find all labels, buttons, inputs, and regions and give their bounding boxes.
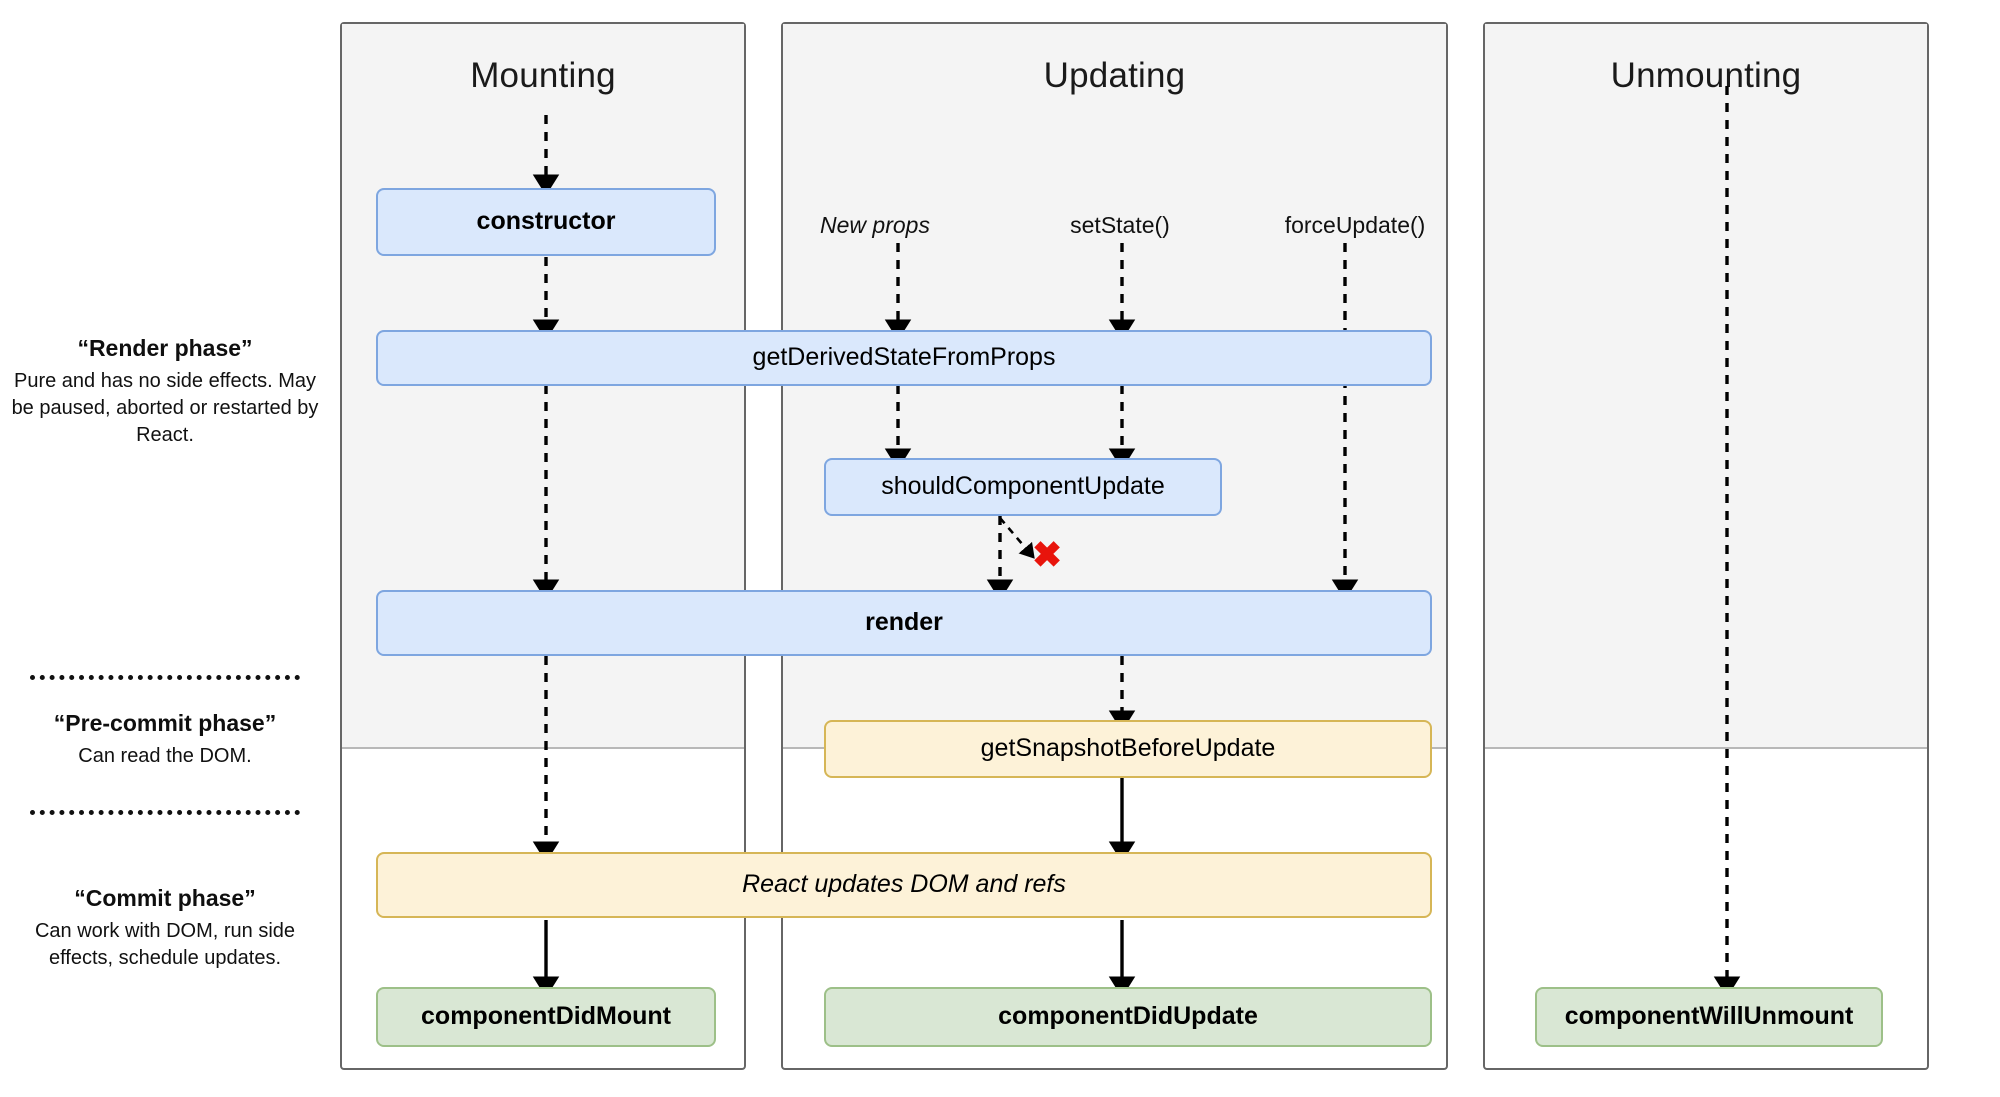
node-component-did-update[interactable]: componentDidUpdate xyxy=(824,987,1432,1047)
column-panel-unmounting: Unmounting xyxy=(1483,22,1929,1070)
node-react-updates-dom-and-refs[interactable]: React updates DOM and refs xyxy=(376,852,1432,918)
column-title-mounting: Mounting xyxy=(470,56,616,95)
phase-label-render-phase: “Render phase” Pure and has no side effe… xyxy=(10,335,320,448)
phase-divider-bottom xyxy=(30,810,300,815)
column-title-updating: Updating xyxy=(1043,56,1186,95)
phase-desc-pre-commit-phase: Can read the DOM. xyxy=(78,745,252,767)
node-component-did-mount[interactable]: componentDidMount xyxy=(376,987,716,1047)
node-constructor[interactable]: constructor xyxy=(376,188,716,256)
phase-desc-render-phase: Pure and has no side effects. May be pau… xyxy=(11,370,319,446)
node-render[interactable]: render xyxy=(376,590,1432,656)
unmounting-render-region xyxy=(1485,24,1927,749)
phase-divider-top xyxy=(30,675,300,680)
skip-render-x-icon: ✖ xyxy=(1032,534,1063,575)
phase-title-commit-phase: “Commit phase” xyxy=(74,885,256,911)
trigger-label-set-state: setState() xyxy=(1070,212,1170,238)
node-get-snapshot-before-update[interactable]: getSnapshotBeforeUpdate xyxy=(824,720,1432,778)
node-should-component-update[interactable]: shouldComponentUpdate xyxy=(824,458,1222,516)
phase-title-render-phase: “Render phase” xyxy=(77,335,253,361)
column-title-unmounting: Unmounting xyxy=(1610,56,1802,95)
node-get-derived-state-from-props[interactable]: getDerivedStateFromProps xyxy=(376,330,1432,386)
phase-desc-commit-phase: Can work with DOM, run side effects, sch… xyxy=(34,920,296,969)
phase-label-commit-phase: “Commit phase” Can work with DOM, run si… xyxy=(10,885,320,972)
trigger-label-new-props: New props xyxy=(820,212,930,238)
trigger-label-force-update: forceUpdate() xyxy=(1284,212,1426,238)
node-component-will-unmount[interactable]: componentWillUnmount xyxy=(1535,987,1883,1047)
phase-title-pre-commit-phase: “Pre-commit phase” xyxy=(53,710,277,736)
phase-label-pre-commit-phase: “Pre-commit phase” Can read the DOM. xyxy=(10,710,320,770)
